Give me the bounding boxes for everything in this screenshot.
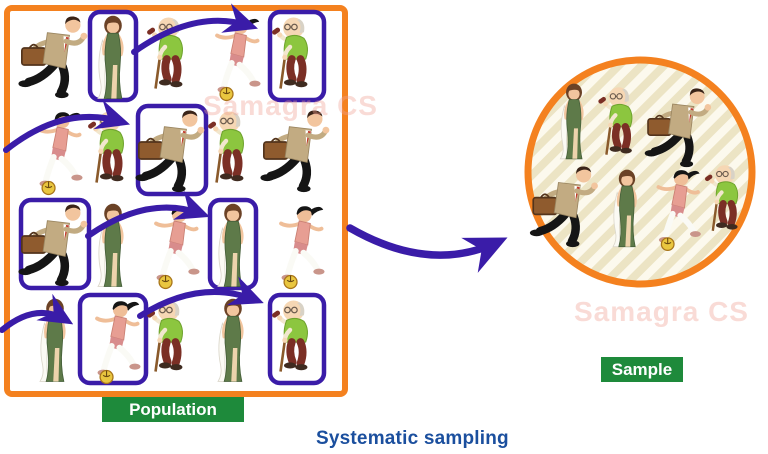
population-figure-woman: [216, 297, 244, 384]
population-label: Population: [102, 397, 244, 422]
selection-arrow: [131, 3, 258, 55]
population-figure-oldman: [207, 111, 243, 182]
population-figure-businessman: [260, 110, 329, 192]
population-figure-girl: [217, 18, 260, 100]
population-figure-businessman: [18, 204, 87, 286]
population-figure-oldman: [271, 17, 307, 88]
selection-arrow: [85, 190, 210, 239]
population-figure-woman: [216, 201, 244, 289]
selected-figure-box: [77, 292, 149, 386]
selection-arrows: [0, 3, 264, 333]
sample-label: Sample: [601, 357, 683, 382]
population-figure-oldman: [271, 300, 307, 371]
population-figure-businessman: [135, 110, 204, 192]
population-box: [4, 5, 348, 397]
population-figure-girl: [281, 206, 324, 288]
diagram-title: Systematic sampling: [316, 428, 509, 449]
selection-arrow: [137, 276, 264, 319]
selection-arrow: [0, 293, 74, 333]
population-to-sample-arrow: [346, 224, 508, 273]
selected-figure-box: [267, 9, 327, 103]
population-figure-woman: [96, 14, 124, 101]
population-figure-businessman: [18, 16, 87, 98]
population-figure-girl: [156, 206, 199, 288]
selected-figure-box: [267, 292, 327, 386]
selection-arrow: [3, 99, 131, 153]
population-figure-girl: [97, 301, 140, 383]
